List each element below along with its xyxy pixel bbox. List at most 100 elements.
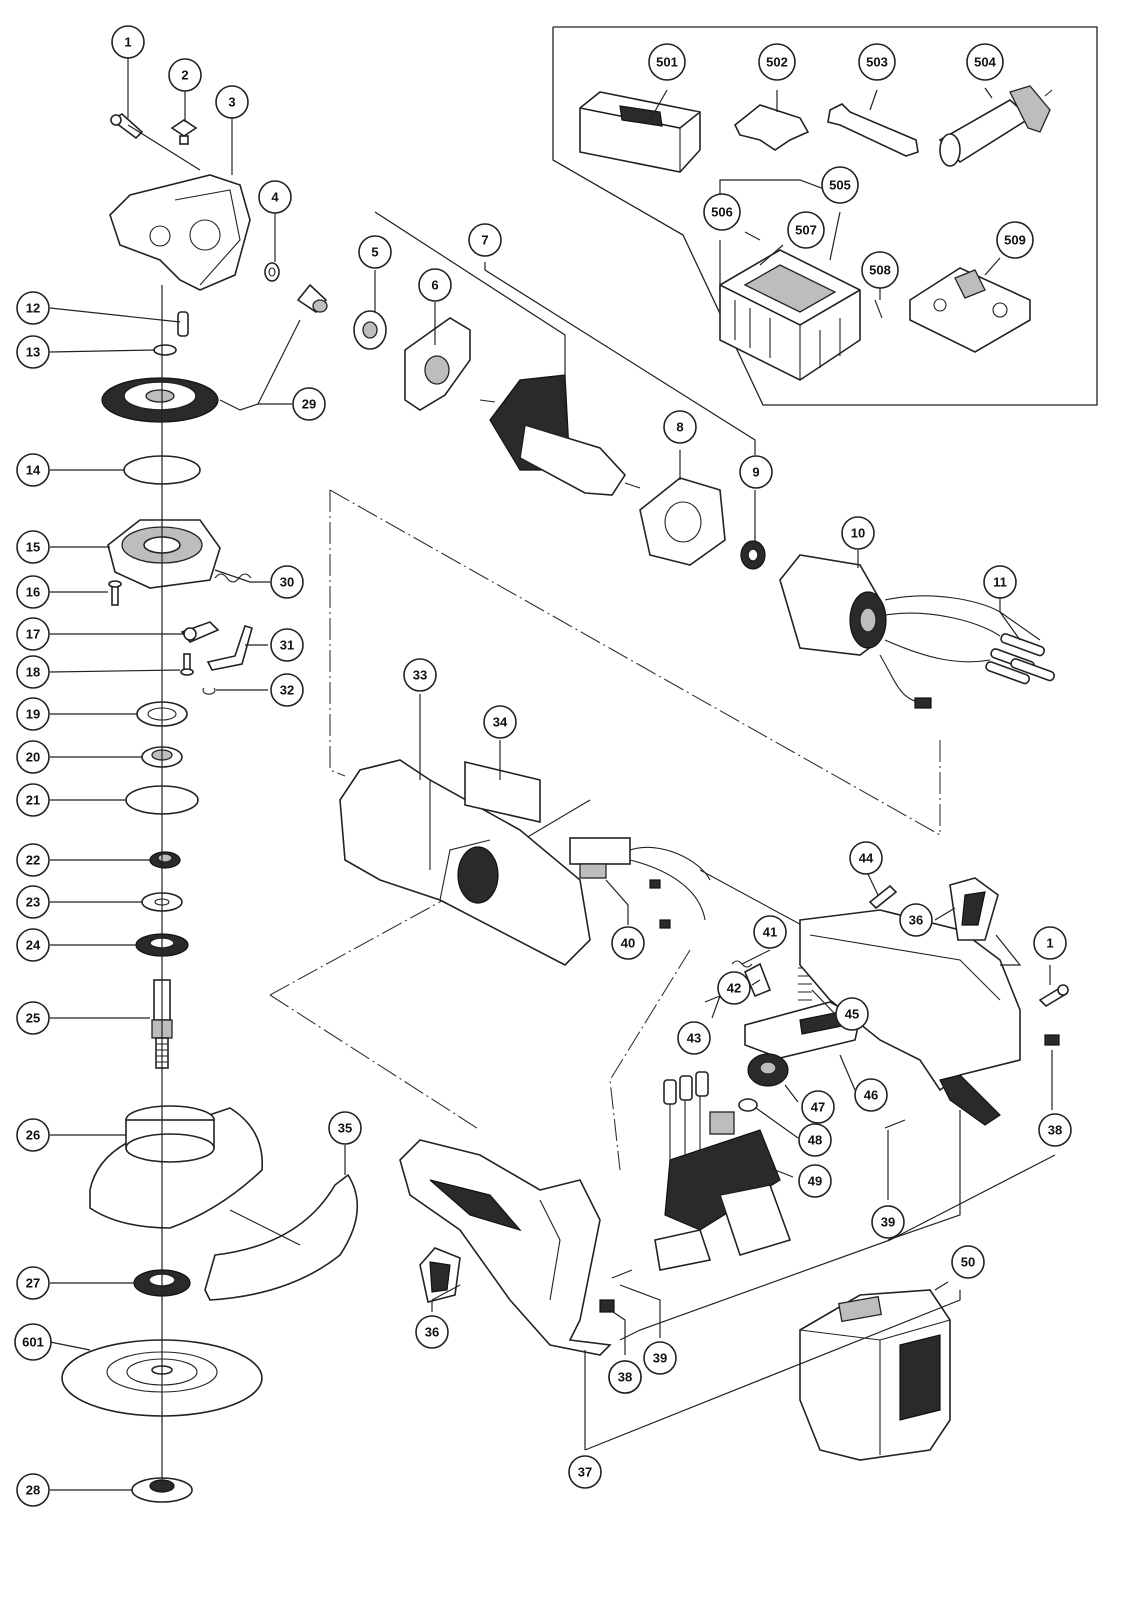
callout-circle — [951, 1245, 985, 1279]
callout-22: 22 — [16, 843, 50, 877]
callout-8: 8 — [663, 410, 697, 444]
callout-29: 29 — [292, 387, 326, 421]
callout-circle — [677, 1021, 711, 1055]
callout-circle — [608, 1360, 642, 1394]
callout-circle — [16, 1266, 50, 1300]
pin-part-39-left — [611, 1269, 633, 1279]
gear-cover-part-3 — [109, 174, 251, 291]
o-ring-part-48 — [738, 1098, 758, 1112]
callout-circle — [1033, 926, 1067, 960]
callout-circle — [292, 387, 326, 421]
callout-circle — [1038, 1113, 1072, 1147]
callout-21: 21 — [16, 783, 50, 817]
callout-circle — [14, 1323, 52, 1361]
callout-9: 9 — [739, 455, 773, 489]
callout-circle — [358, 235, 392, 269]
callout-number: 25 — [26, 1011, 40, 1026]
callout-circle — [871, 1205, 905, 1239]
callout-number: 504 — [974, 55, 996, 70]
callout-number: 13 — [26, 345, 40, 360]
callout-number: 27 — [26, 1276, 40, 1291]
battery-charger-part-501 — [579, 91, 701, 173]
callout-number: 11 — [993, 575, 1007, 590]
callout-circle — [16, 740, 50, 774]
callout-circle — [899, 903, 933, 937]
callout-circle — [611, 926, 645, 960]
switch-part-40 — [569, 837, 711, 929]
bevel-gear-part-29 — [101, 377, 219, 423]
callout-number: 42 — [727, 981, 741, 996]
callout-19: 19 — [16, 697, 50, 731]
callout-1: 1 — [111, 25, 145, 59]
callout-circle — [739, 455, 773, 489]
callout-45: 45 — [835, 997, 869, 1031]
callout-number: 5 — [371, 245, 378, 260]
callout-circle — [717, 971, 751, 1005]
callout-number: 36 — [909, 913, 923, 928]
guard-cover-part-35 — [204, 1173, 359, 1301]
spring-part-30 — [214, 573, 252, 583]
callout-number: 24 — [26, 938, 41, 953]
callout-number: 501 — [656, 55, 678, 70]
callout-circle — [16, 1001, 50, 1035]
handle-housing-left — [399, 1139, 612, 1356]
callout-39: 39 — [643, 1341, 677, 1375]
callout-number: 508 — [869, 263, 891, 278]
armature-part-7 — [479, 374, 641, 496]
knob-part-47 — [747, 1053, 789, 1087]
callout-circle — [801, 1090, 835, 1124]
callout-27: 27 — [16, 1266, 50, 1300]
callout-circle — [483, 705, 517, 739]
callout-number: 46 — [864, 1088, 878, 1103]
retaining-ring-part-32 — [202, 687, 216, 695]
callout-circle — [758, 43, 796, 81]
callout-number: 40 — [621, 936, 635, 951]
callout-25: 25 — [16, 1001, 50, 1035]
screw-part-16 — [108, 580, 122, 606]
switch-lever-part-46 — [744, 1001, 861, 1059]
callout-30: 30 — [270, 565, 304, 599]
callout-38: 38 — [1038, 1113, 1072, 1147]
callout-number: 23 — [26, 895, 40, 910]
callout-36: 36 — [899, 903, 933, 937]
callout-number: 3 — [228, 95, 235, 110]
callout-43: 43 — [677, 1021, 711, 1055]
callout-number: 6 — [431, 278, 438, 293]
callout-number: 29 — [302, 397, 316, 412]
callout-circle — [270, 673, 304, 707]
callout-31: 31 — [270, 628, 304, 662]
leader-lines — [49, 57, 1056, 1491]
callout-26: 26 — [16, 1118, 50, 1152]
wheel-guard-part-26 — [89, 1105, 263, 1229]
callout-14: 14 — [16, 453, 50, 487]
callout-number: 7 — [481, 233, 488, 248]
insulation-tubes-part-11 — [985, 633, 1055, 685]
side-handle-part-504 — [938, 85, 1053, 167]
callout-number: 36 — [425, 1325, 439, 1340]
callout-41: 41 — [753, 915, 787, 949]
callout-number: 48 — [808, 1133, 822, 1148]
callout-16: 16 — [16, 575, 50, 609]
callout-40: 40 — [611, 926, 645, 960]
callout-circle — [663, 410, 697, 444]
callout-2: 2 — [168, 58, 202, 92]
callout-number: 49 — [808, 1174, 822, 1189]
callout-number: 507 — [795, 223, 817, 238]
callout-number: 1 — [1046, 936, 1053, 951]
stator-part-10 — [779, 554, 1001, 709]
callout-circle — [854, 1078, 888, 1112]
callout-number: 509 — [1004, 233, 1026, 248]
callout-circle — [835, 997, 869, 1031]
callout-circle — [16, 291, 50, 325]
bearing-plate-part-15 — [107, 519, 221, 589]
callout-circle — [16, 783, 50, 817]
callout-circle — [753, 915, 787, 949]
callout-44: 44 — [849, 841, 883, 875]
cap-part-2 — [170, 119, 198, 145]
callout-37: 37 — [568, 1455, 602, 1489]
baffle-part-8 — [639, 477, 726, 566]
callout-1: 1 — [1033, 926, 1067, 960]
callout-labels: 1234567891011121314151617181920212223242… — [14, 25, 1072, 1507]
callout-number: 41 — [763, 925, 777, 940]
callout-3: 3 — [215, 85, 249, 119]
